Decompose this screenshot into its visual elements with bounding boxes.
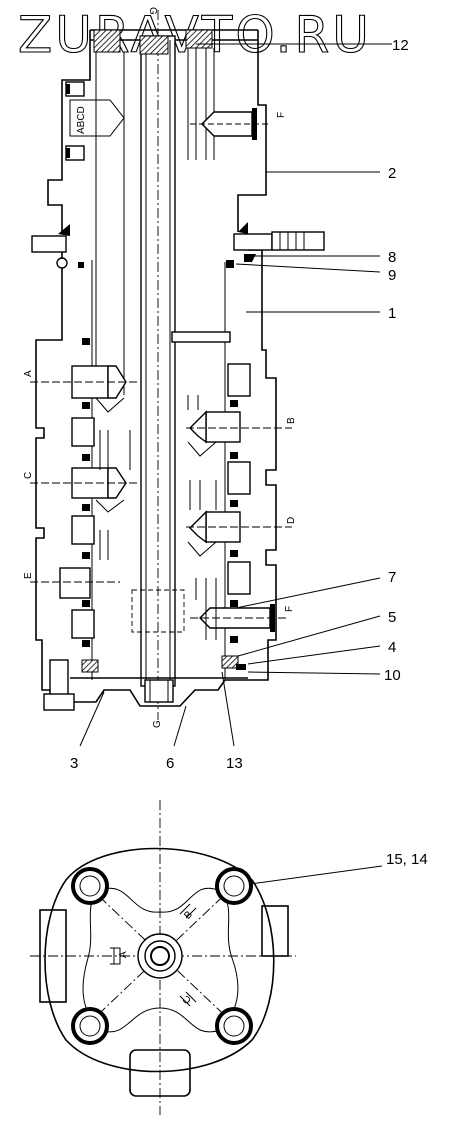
left-seal-block <box>78 262 84 268</box>
callout-8: 8 <box>388 249 396 266</box>
top-right-block <box>185 29 213 49</box>
port-b-bolt <box>186 410 292 457</box>
callout-3: 3 <box>70 755 78 772</box>
right-flange-tab <box>233 233 273 251</box>
right-boss <box>261 905 289 957</box>
callout-6: 6 <box>166 755 174 772</box>
right-vertical-passage <box>187 48 215 160</box>
port-label-c: C <box>23 472 34 479</box>
inner-dashed-chamber <box>131 589 185 633</box>
callout-13: 13 <box>226 755 243 772</box>
lower-housing-right <box>248 249 277 670</box>
callout-1: 1 <box>388 305 396 322</box>
port-label-f-bottom: F <box>284 606 295 612</box>
right-flange-wedge <box>238 222 248 234</box>
section-mark-top: G <box>147 7 158 15</box>
plan-port-c-symbol <box>179 991 197 1007</box>
callout-15-14: 15, 14 <box>386 851 428 868</box>
callout-leader-15-14 <box>249 865 383 885</box>
port-d-bolt <box>186 510 292 557</box>
central-hub <box>137 933 183 979</box>
callout-4: 4 <box>388 639 396 656</box>
plan-view <box>30 800 296 1115</box>
top-center-plug <box>139 35 169 55</box>
port-a-bolt <box>30 365 140 413</box>
bottom-assembly <box>43 655 248 711</box>
f-top-bolt <box>190 108 270 140</box>
lower-housing-left <box>35 250 269 707</box>
callout-10: 10 <box>384 667 401 684</box>
port-label-d: D <box>286 517 297 524</box>
plan-port-label-c: C <box>181 993 194 1006</box>
port-e-bolt <box>30 567 120 599</box>
callout-2: 2 <box>388 165 396 182</box>
port-label-abcd: ABCD <box>76 106 87 134</box>
section-view <box>30 10 325 720</box>
callout-7: 7 <box>388 569 396 586</box>
seal-8 <box>244 254 256 262</box>
plan-port-a-symbol <box>110 947 121 965</box>
left-spool-segments <box>71 338 95 647</box>
corner-bolts <box>71 867 253 1045</box>
port-label-f-top: F <box>276 112 287 118</box>
section-mark-bottom: G <box>152 720 163 728</box>
left-top-seal <box>56 257 68 269</box>
upper-housing-outline <box>47 30 267 232</box>
fitting-threads <box>279 232 305 250</box>
callout-9: 9 <box>388 267 396 284</box>
left-flange-wedge <box>58 224 70 236</box>
abcd-port-bolts <box>65 81 125 161</box>
left-vertical-passage <box>95 52 125 395</box>
left-flange-tab <box>31 235 67 253</box>
plan-port-label-a: A <box>118 951 129 958</box>
port-label-b: B <box>286 417 297 424</box>
right-spool-segments <box>227 363 251 643</box>
callout-leaders <box>79 43 392 747</box>
cross-pin <box>171 331 231 343</box>
right-threaded-fitting <box>271 231 325 251</box>
callout-12: 12 <box>392 37 409 54</box>
top-left-block <box>93 29 121 53</box>
plan-outline <box>44 847 275 1073</box>
port-label-e: E <box>23 572 34 579</box>
inner-passages <box>99 395 217 600</box>
port-c-bolt <box>30 467 140 513</box>
port-label-a: A <box>23 370 34 377</box>
seal-9 <box>226 260 234 268</box>
callout-5: 5 <box>388 609 396 626</box>
plan-port-b-symbol <box>179 903 197 919</box>
